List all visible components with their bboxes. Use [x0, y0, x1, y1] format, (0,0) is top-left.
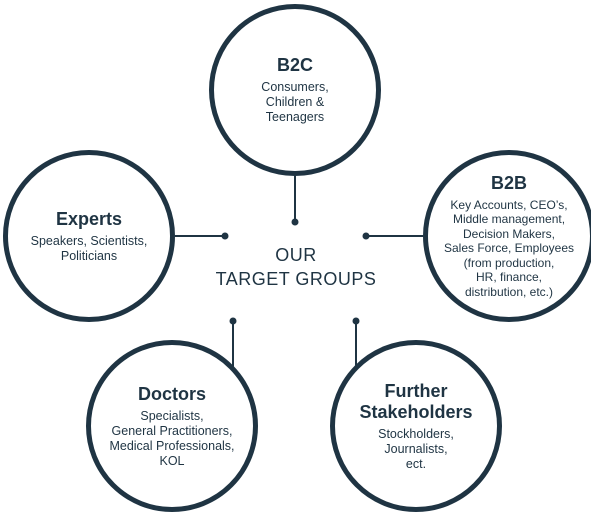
group-description-experts: Speakers, Scientists, Politicians [30, 233, 148, 263]
group-circle-experts: Experts Speakers, Scientists, Politician… [3, 150, 175, 322]
group-title-doctors: Doctors [137, 383, 206, 404]
group-description-b2b: Key Accounts, CEO’s, Middle management, … [443, 197, 575, 299]
group-circle-b2b: B2B Key Accounts, CEO’s, Middle manageme… [423, 150, 591, 322]
group-title-experts: Experts [55, 208, 123, 229]
group-description-further-stakeholders: Stockholders, Journalists, ect. [378, 426, 454, 471]
connector-dot-further [352, 317, 360, 325]
connector-dot-b2c [291, 218, 299, 226]
group-description-doctors: Specialists, General Practitioners, Medi… [109, 408, 235, 468]
connector-dot-doctors [229, 317, 237, 325]
connector-dot-b2b [362, 232, 370, 240]
group-title-b2c: B2C [276, 55, 313, 75]
group-title-b2b: B2B [490, 172, 527, 193]
group-circle-b2c: B2C Consumers, Children & Teenagers [209, 4, 381, 176]
group-circle-further-stakeholders: Further Stakeholders Stockholders, Journ… [330, 340, 502, 512]
group-circle-doctors: Doctors Specialists, General Practitione… [86, 340, 258, 512]
center-label: OUR TARGET GROUPS [215, 245, 377, 289]
group-title-further-stakeholders: Further Stakeholders [359, 380, 473, 422]
group-description-b2c: Consumers, Children & Teenagers [261, 80, 329, 124]
connector-dot-experts [221, 232, 229, 240]
